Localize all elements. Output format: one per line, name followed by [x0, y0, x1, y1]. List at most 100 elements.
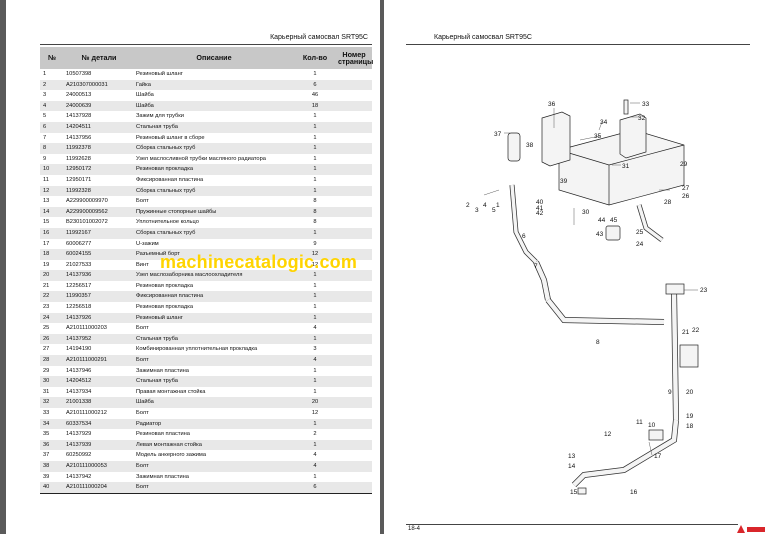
description-cell: Болт	[136, 410, 149, 416]
page-ref-cell	[336, 196, 372, 207]
column-header-part-number: № детали	[64, 47, 134, 69]
callout-21: 21	[682, 329, 690, 336]
part-number-cell: 60024155	[64, 249, 134, 260]
description-cell: Узел маслосливной трубки масляного радиа…	[136, 155, 266, 162]
callout-36: 36	[548, 101, 556, 108]
page-ref-cell	[336, 227, 372, 239]
page-ref-cell	[336, 69, 372, 80]
quantity-cell: 4	[294, 460, 336, 472]
callout-19: 19	[686, 413, 694, 420]
page-ref-cell	[336, 249, 372, 260]
pipe-8-fill	[546, 298, 665, 325]
watermark: machinecatalogic.com	[160, 252, 358, 272]
page-ref-cell	[336, 387, 372, 398]
description-cell: Резиновая пластина	[136, 431, 190, 438]
part-number-cell: 60006277	[66, 240, 92, 247]
part-number-cell: 24000639	[64, 100, 134, 112]
row-number-cell: 9	[43, 155, 47, 162]
callout-7: 7	[534, 263, 538, 270]
row-number-cell: 15	[43, 219, 50, 226]
pipe-6-fill	[510, 184, 538, 264]
callout-12: 12	[604, 431, 612, 438]
page-ref-cell	[336, 111, 372, 122]
right-page: Карьерный самосвал SRT95C	[384, 0, 768, 534]
left-page: Карьерный самосвал SRT95C № № детали Опи…	[6, 0, 380, 534]
quantity-cell: 1	[294, 164, 336, 175]
quantity-cell: 4	[313, 325, 317, 332]
description-cell: Шайба	[136, 92, 154, 99]
row-number-cell: 40	[40, 482, 64, 494]
description-cell: Гайка	[134, 79, 294, 91]
description-cell: Комбинированная уплотнительная прокладка	[136, 346, 258, 353]
quantity-cell: 1	[294, 376, 336, 387]
right-mount-shape	[619, 113, 647, 159]
row-number-cell: 30	[40, 376, 64, 387]
part-number-cell: 14194190	[66, 346, 92, 353]
part-number-cell: 11990357	[64, 291, 134, 303]
part-number-cell: A210111000212	[66, 410, 107, 416]
row-number-cell: 1	[43, 71, 47, 77]
page-ref-cell	[336, 376, 372, 387]
callout-45: 45	[610, 217, 618, 224]
quantity-cell: 18	[294, 100, 336, 112]
left-mount-shape	[541, 111, 571, 167]
callout-18: 18	[686, 423, 694, 430]
callout-37: 37	[494, 131, 502, 138]
part-number-cell: A210111000203	[66, 325, 107, 332]
callout-11: 11	[636, 419, 643, 426]
description-cell: Сборка стальных труб	[134, 185, 294, 197]
quantity-cell: 1	[294, 227, 336, 239]
quantity-cell: 1	[313, 282, 317, 289]
row-number-cell: 31	[43, 388, 50, 395]
description-cell: Стальная труба	[134, 121, 294, 133]
description-cell: U-зажим	[136, 240, 159, 247]
quantity-cell: 1	[313, 155, 317, 162]
part-number-cell: 11992328	[64, 185, 134, 197]
row-number-cell: 18	[40, 249, 64, 260]
left-page-header: Карьерный самосвал SRT95C	[270, 34, 368, 41]
callout-27: 27	[682, 185, 690, 192]
callout-25: 25	[636, 229, 644, 236]
callout-29: 29	[680, 161, 688, 168]
quantity-cell: 6	[294, 482, 336, 494]
quantity-cell: 8	[294, 206, 336, 218]
quantity-cell: 9	[313, 240, 317, 247]
description-cell: Болт	[134, 460, 294, 472]
callout-42: 42	[536, 210, 544, 217]
quantity-cell: 12	[311, 261, 319, 268]
page-ref-cell	[336, 366, 372, 377]
description-cell: Модель анкерного зажима	[136, 452, 206, 459]
column-header-number: №	[40, 47, 64, 69]
quantity-cell: 2	[313, 431, 317, 438]
row-number-cell: 17	[43, 240, 50, 247]
callout-43: 43	[596, 231, 604, 238]
callout-23: 23	[700, 287, 708, 294]
part-number-cell: A210111000291	[64, 355, 134, 366]
part-number-cell: 14137936	[64, 270, 134, 281]
quantity-cell: 4	[294, 355, 336, 366]
part-number-cell: A210111000204	[64, 482, 134, 494]
parts-table: № № детали Описание Кол-во Номер страниц…	[40, 47, 373, 494]
quantity-cell: 1	[294, 291, 336, 303]
callout-40: 40	[536, 199, 544, 206]
description-cell: Зажим для трубки	[136, 113, 184, 120]
row-number-cell: 4	[40, 100, 64, 112]
callout-28: 28	[664, 199, 672, 206]
quantity-cell: 12	[294, 249, 336, 260]
leader-35	[579, 135, 601, 141]
page-ref-cell	[336, 121, 372, 133]
row-number-cell: 24	[40, 312, 64, 324]
quantity-cell: 46	[311, 92, 319, 99]
part-number-cell: 14137934	[66, 388, 92, 395]
callout-5: 5	[492, 207, 496, 214]
callout-4: 4	[483, 202, 487, 209]
